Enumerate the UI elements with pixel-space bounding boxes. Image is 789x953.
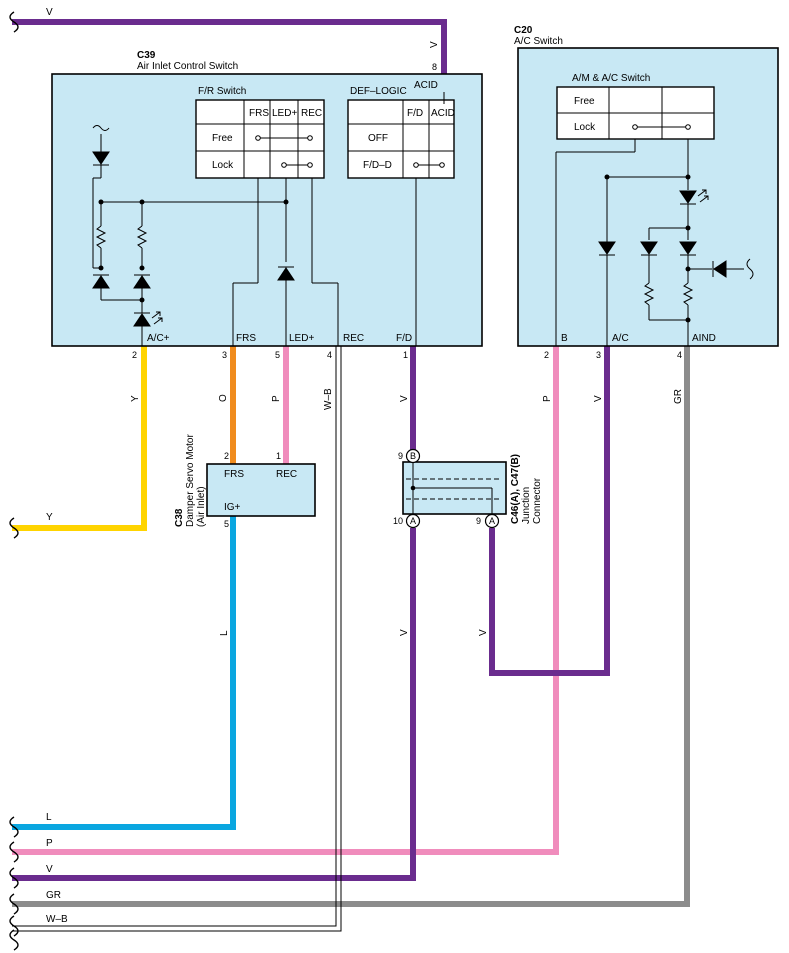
c38-pin-2: 2 [224, 451, 229, 461]
c39-internal-circuit [92, 125, 417, 346]
label-gr-vert: GR [673, 389, 684, 404]
jc-badge-b: B [405, 448, 421, 464]
wire-wb-b [12, 346, 342, 932]
fr-switch-table: FRS LED+ REC Free Lock [195, 99, 325, 179]
def-logic-table: F/D ACID OFF F/D–D [347, 99, 455, 179]
svg-text:A: A [489, 516, 495, 526]
c39-term-fd: F/D [396, 333, 412, 344]
svg-text:A: A [410, 516, 416, 526]
jc-pin-9b: 9 [398, 451, 403, 461]
svg-text:ACID: ACID [431, 108, 455, 119]
c20-term-aind: AIND [692, 333, 716, 344]
c39-id: C39 [137, 50, 156, 61]
wire-p-long [12, 346, 559, 855]
wire-v-jc-out [12, 528, 416, 881]
c39-term-acid: ACID [414, 80, 438, 91]
svg-text:LED+: LED+ [272, 108, 297, 119]
c20-id: C20 [514, 25, 533, 36]
c38-pin-1: 1 [276, 451, 281, 461]
label-p-vert: P [271, 395, 282, 402]
label-wb-horiz: W–B [46, 914, 68, 925]
c38-term-ig: IG+ [224, 502, 241, 513]
wire-l [12, 516, 236, 830]
am-switch-title: A/M & A/C Switch [572, 73, 650, 84]
jc-pin-9a: 9 [476, 516, 481, 526]
label-v-jc-vert: V [399, 629, 410, 636]
am-switch-table: Free Lock [556, 86, 715, 140]
jc-id: C46(A), C47(B) [510, 454, 521, 524]
label-p-horiz: P [46, 838, 53, 849]
fr-switch-title: F/R Switch [198, 86, 246, 97]
label-v-top: V [46, 7, 53, 18]
break-marks [9, 11, 19, 951]
c39-pin-4: 4 [327, 350, 332, 360]
c20-name: A/C Switch [514, 36, 563, 47]
c20-pin-2: 2 [544, 350, 549, 360]
wire-v-top [12, 19, 447, 74]
svg-text:F/D–D: F/D–D [363, 160, 392, 171]
c39-name: Air Inlet Control Switch [137, 61, 238, 72]
svg-text:OFF: OFF [368, 133, 388, 144]
def-logic-title: DEF–LOGIC [350, 86, 407, 97]
c38-box [206, 463, 316, 517]
c38-term-frs: FRS [224, 469, 244, 480]
label-l-vert: L [219, 630, 230, 636]
c39-pin-5: 5 [275, 350, 280, 360]
c38-pin-5: 5 [224, 519, 229, 529]
label-v-vert: V [429, 41, 440, 48]
label-p2-vert: P [542, 395, 553, 402]
c39-pin-1: 1 [403, 350, 408, 360]
c39-term-ledplus: LED+ [289, 333, 314, 344]
c39-pin-2: 2 [132, 350, 137, 360]
c20-pin-3: 3 [596, 350, 601, 360]
label-o-vert: O [218, 394, 229, 402]
svg-text:B: B [410, 451, 416, 461]
c20-term-ac: A/C [612, 333, 629, 344]
c38-term-rec: REC [276, 469, 297, 480]
jc-badge-a-left: A [405, 513, 421, 529]
label-v-horiz: V [46, 864, 53, 875]
label-y-horiz: Y [46, 512, 53, 523]
jc-sub: Connector [532, 477, 543, 524]
c20-pin-4: 4 [677, 350, 682, 360]
label-v-ac-vert: V [593, 395, 604, 402]
c39-pin-3: 3 [222, 350, 227, 360]
wire-gr [12, 346, 690, 907]
svg-text:Lock: Lock [574, 122, 596, 133]
c20-term-b: B [561, 333, 568, 344]
label-v-loop-vert: V [478, 629, 489, 636]
label-l-horiz: L [46, 812, 52, 823]
jc-badge-a-right: A [484, 513, 500, 529]
jc-pin-10a: 10 [393, 516, 403, 526]
c38-sub: (Air Inlet) [196, 486, 207, 527]
wire-y [12, 346, 147, 531]
c39-term-acplus: A/C+ [147, 333, 170, 344]
wire-v-ac [489, 346, 610, 676]
wire-wb-a [12, 346, 337, 927]
c38-id: C38 [174, 508, 185, 527]
label-y-vert: Y [130, 395, 141, 402]
label-v-fd-vert: V [399, 395, 410, 402]
label-wb-vert: W–B [323, 388, 334, 410]
c39-term-frs: FRS [236, 333, 256, 344]
svg-text:F/D: F/D [407, 108, 423, 119]
svg-text:Free: Free [574, 96, 595, 107]
label-gr-horiz: GR [46, 890, 61, 901]
svg-text:Free: Free [212, 133, 233, 144]
c39-term-rec: REC [343, 333, 364, 344]
svg-text:REC: REC [301, 108, 322, 119]
jc-name: Junction [521, 487, 532, 524]
c38-name: Damper Servo Motor [185, 434, 196, 527]
svg-text:FRS: FRS [249, 108, 269, 119]
svg-text:Lock: Lock [212, 160, 234, 171]
c39-pin-acid: 8 [432, 62, 437, 72]
c20-internal-circuit [555, 139, 754, 346]
